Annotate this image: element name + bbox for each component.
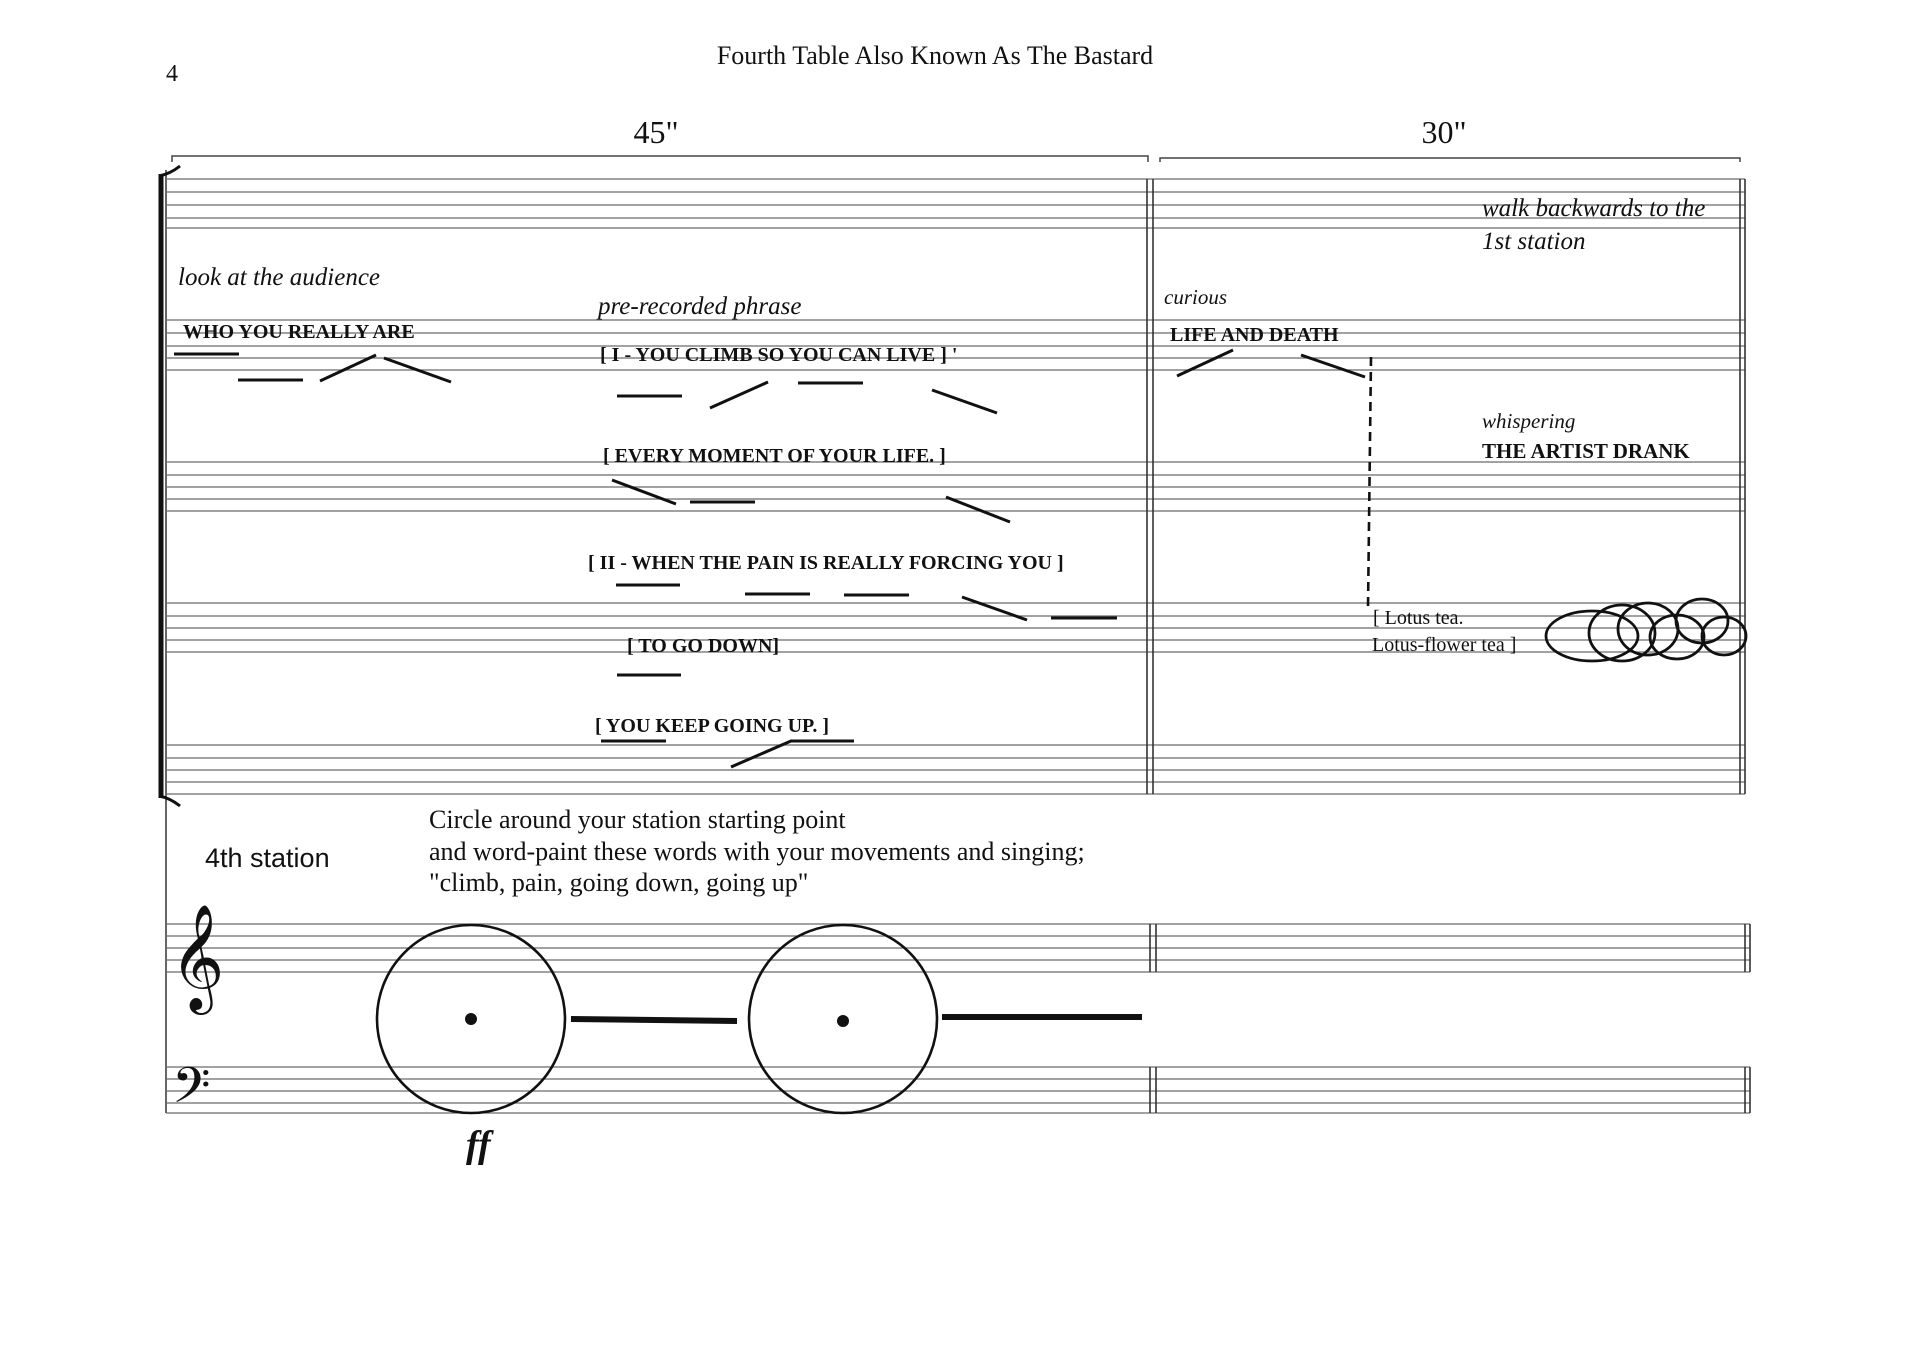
direction-look-at-audience: look at the audience <box>178 264 380 291</box>
lyric-phrase-4: [ TO GO DOWN] <box>627 635 779 657</box>
pitch-contour-section-2 <box>1176 348 1373 609</box>
lyric-lotus-flower-tea: Lotus-flower tea ] <box>1372 634 1516 656</box>
lower-barlines <box>1149 924 1751 1113</box>
direction-walk-backwards-line-2: 1st station <box>1482 228 1586 255</box>
pitch-contour-section-1 <box>174 352 1117 769</box>
sustain-line-1 <box>570 1016 738 1024</box>
lyric-artist-drank: THE ARTIST DRANK <box>1482 439 1690 463</box>
bass-staff <box>166 1066 1750 1114</box>
lyric-phrase-2: [ EVERY MOMENT OF YOUR LIFE. ] <box>603 445 946 467</box>
direction-whispering: whispering <box>1482 409 1575 433</box>
instruction-line-1: Circle around your station starting poin… <box>429 805 846 834</box>
upper-staves <box>166 178 1745 795</box>
direction-curious: curious <box>1164 285 1227 309</box>
direction-walk-backwards-line-1: walk backwards to the <box>1482 195 1705 222</box>
lyric-life-and-death: LIFE AND DEATH <box>1170 324 1339 346</box>
treble-clef-icon: 𝄞 <box>170 905 224 1015</box>
circle-note-1 <box>375 923 567 1115</box>
timing-bracket-45 <box>171 155 1149 162</box>
system-bracket <box>158 164 181 808</box>
bass-clef-icon: 𝄢 <box>172 1059 211 1125</box>
loop-scribble <box>1544 597 1748 663</box>
lyric-phrase-5: [ YOU KEEP GOING UP. ] <box>595 715 829 737</box>
timing-bracket-30 <box>1159 157 1741 162</box>
page-title: Fourth Table Also Known As The Bastard <box>717 41 1153 70</box>
lyric-phrase-3: [ II - WHEN THE PAIN IS REALLY FORCING Y… <box>588 552 1064 574</box>
upper-barlines <box>1146 179 1746 794</box>
lyric-phrase-1: [ I - YOU CLIMB SO YOU CAN LIVE ] ' <box>600 344 957 366</box>
lyric-who-you-really-are: WHO YOU REALLY ARE <box>183 321 415 343</box>
circle-note-2 <box>747 923 939 1115</box>
treble-staff <box>166 923 1750 973</box>
instruction-line-2: and word-paint these words with your mov… <box>429 837 1085 866</box>
timing-label-30: 30" <box>1421 114 1466 150</box>
instruction-line-3: "climb, pain, going down, going up" <box>429 868 808 897</box>
direction-pre-recorded: pre-recorded phrase <box>596 293 801 320</box>
timing-label-45: 45" <box>633 114 678 150</box>
dynamic-marking: ff <box>466 1124 494 1166</box>
lyric-lotus-tea: [ Lotus tea. <box>1373 607 1464 629</box>
station-label: 4th station <box>205 843 330 873</box>
page-number: 4 <box>166 61 178 87</box>
